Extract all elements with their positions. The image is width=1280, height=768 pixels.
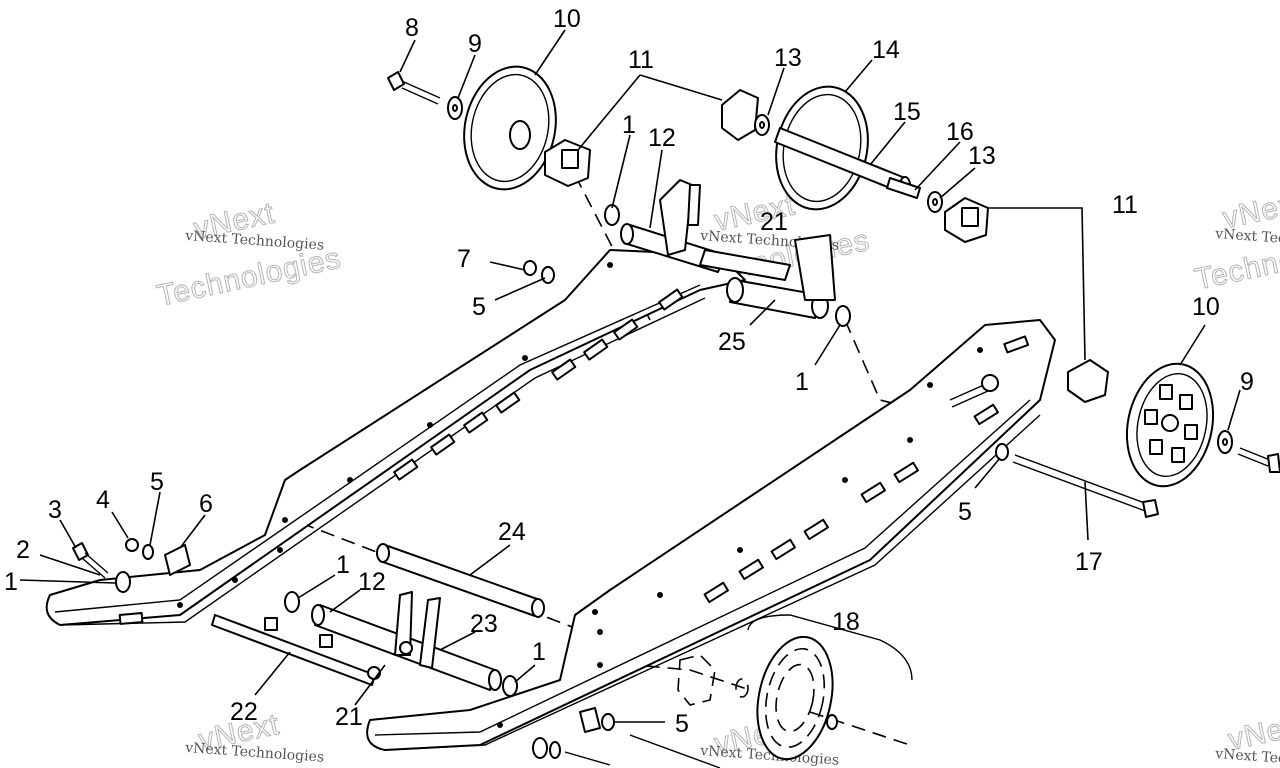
bearing-block-11-right: [944, 197, 989, 243]
callout-6: 6: [199, 490, 213, 518]
bearing-block-11-left: [544, 139, 591, 187]
wheel-spoke-holes: [1144, 384, 1198, 463]
bolt-17: [1012, 454, 1159, 518]
callout-11: 11: [1112, 191, 1138, 219]
bolt-8-right: [1237, 447, 1280, 473]
bearing-block-11-lower-right: [1067, 359, 1109, 403]
callout-22: 22: [230, 698, 258, 726]
washer-9-right: [1217, 430, 1233, 454]
wheel-kit-18: [677, 614, 913, 761]
watermark-small-text: vNext Technologies: [184, 740, 325, 766]
callout-12: 12: [358, 568, 386, 596]
washer-1-left: [115, 571, 131, 593]
bearing-block-11-center: [721, 89, 759, 141]
callout-16: 16: [946, 118, 974, 146]
front-torque-arm-assembly: [311, 591, 502, 691]
callout-3: 3: [48, 496, 62, 524]
callout-1: 1: [795, 368, 809, 396]
callout-2: 2: [16, 536, 30, 564]
callout-11: 11: [628, 46, 654, 74]
callout-4: 4: [96, 486, 110, 514]
washer-13-top: [754, 114, 770, 136]
rail-holes: [177, 262, 613, 608]
callout-9: 9: [468, 30, 482, 58]
washer-1-center: [835, 305, 851, 327]
left-slide-rail: [45, 249, 746, 626]
callout-17: 17: [1075, 548, 1103, 576]
callout-13: 13: [774, 44, 802, 72]
leader-lines: [19, 29, 1241, 723]
callout-5: 5: [472, 293, 486, 321]
callout-24: 24: [498, 518, 526, 546]
callout-13: 13: [968, 142, 996, 170]
callout-21: 21: [760, 208, 788, 236]
bolt-3: [72, 542, 109, 579]
washer-1-lower-b: [502, 675, 518, 697]
callout-10: 10: [1192, 293, 1220, 321]
callout-1: 1: [4, 568, 18, 596]
idler-wheel-10-right: [1125, 362, 1215, 488]
callout-10: 10: [553, 5, 581, 33]
right-slide-rail: [366, 319, 1056, 751]
callout-9: 9: [1240, 368, 1254, 396]
washer-9-top: [447, 96, 463, 120]
callout-25: 25: [718, 328, 746, 356]
nut-4: [125, 538, 139, 552]
callout-5: 5: [150, 468, 164, 496]
watermark-small-text: vNext Technologies: [1214, 746, 1280, 768]
washer-7-top: [523, 260, 555, 284]
bottom-hardware: [532, 734, 721, 768]
idler-wheel-10-top-left: [463, 65, 557, 191]
rear-torque-arm-assembly: [620, 179, 836, 319]
callout-12: 12: [648, 124, 676, 152]
ghost-bracket: [677, 654, 749, 706]
callout-15: 15: [893, 98, 921, 126]
callout-8: 8: [405, 14, 419, 42]
rear-mount-bolt: [949, 374, 999, 408]
rail-slots: [118, 288, 684, 625]
washer-1-lower-a: [284, 591, 300, 613]
callout-1: 1: [532, 638, 546, 666]
nut-5-right: [995, 443, 1009, 461]
lower-bracket-22: [211, 614, 376, 686]
callout-1: 1: [336, 551, 350, 579]
cross-shaft-24: [376, 543, 545, 618]
washer-5-left: [142, 544, 154, 560]
callout-labels: 8 9 10 11 13 14 15 16 13 11 10 9 1 12 21…: [4, 5, 1254, 738]
callout-5: 5: [675, 710, 689, 738]
callout-18: 18: [832, 608, 860, 636]
clip-6: [164, 544, 191, 576]
rail-holes: [497, 347, 983, 728]
callout-1: 1: [622, 111, 636, 139]
rail-slots: [703, 335, 1030, 604]
callout-7: 7: [457, 245, 471, 273]
washer-13-right: [927, 191, 943, 213]
bolt-8: [387, 71, 441, 105]
spacer-16: [886, 177, 921, 199]
callout-23: 23: [470, 610, 498, 638]
callout-14: 14: [872, 36, 900, 64]
callout-5: 5: [958, 498, 972, 526]
washer-5-bottom: [579, 707, 615, 733]
callout-21: 21: [335, 703, 363, 731]
